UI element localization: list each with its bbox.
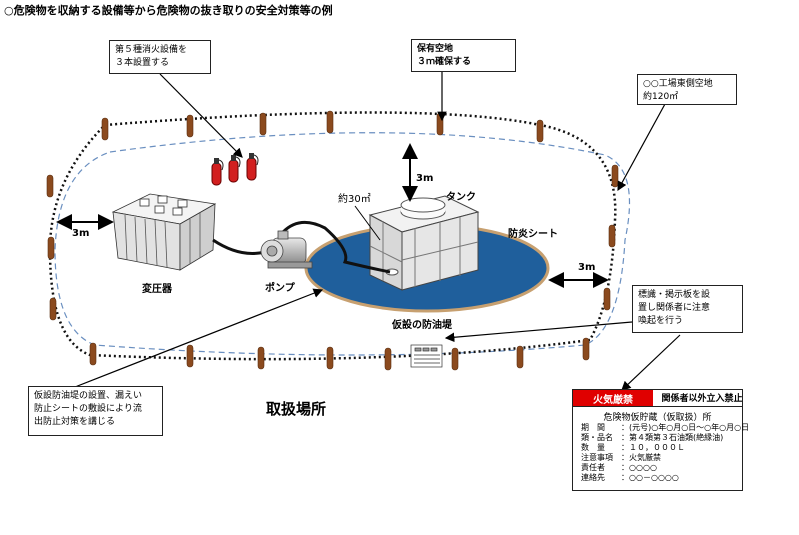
fire-extinguisher-icon (228, 155, 241, 183)
hose-transformer-pump (212, 238, 266, 255)
fence-post (257, 346, 265, 370)
fence-post (608, 224, 616, 248)
fence-post (259, 112, 267, 136)
pump-illustration (260, 230, 313, 269)
rope-perimeter (48, 111, 617, 361)
fence-post (89, 342, 97, 366)
fence-post (47, 236, 55, 260)
fence-post (384, 347, 392, 371)
dimension-label-right: 3m (578, 262, 596, 273)
hose-pump-tank (281, 220, 391, 274)
dimension-label-top: 3m (416, 173, 434, 184)
tank-label: タンク (446, 192, 476, 203)
dimension-label-left: 3m (72, 228, 90, 239)
fence-post (186, 114, 194, 138)
fire-extinguisher-icon (246, 153, 259, 181)
leader-dike (74, 288, 324, 388)
no-entry-label: 関係者以外立入禁止 (661, 393, 743, 404)
fire-extinguisher-icons (211, 153, 259, 186)
fence-post (326, 346, 334, 370)
fire-prohibited-banner: 火気厳禁 (573, 390, 653, 406)
fence-post (46, 174, 54, 198)
signboard-row: 連絡先：○○－○○○○ (581, 473, 679, 482)
fence-post (603, 287, 611, 311)
callout-space: 保有空地 ３ｍ確保する (411, 39, 516, 72)
fence-post (516, 345, 524, 369)
callout-sign: 標識・掲示板を設 置し関係者に注意 喚起を行う (632, 285, 743, 333)
page-title: ○危険物を収納する設備等から危険物の抜き取りの安全対策等の例 (4, 4, 333, 17)
fireproof-sheet-label: 防炎シート (508, 229, 558, 240)
fence-post (582, 337, 590, 361)
signboard-heading: 危険物仮貯蔵（仮取扱）所 (603, 413, 712, 423)
fence-post (326, 110, 334, 134)
leader-signboard (621, 334, 681, 391)
signboard-row: 数 量：１０，０００Ｌ (581, 443, 685, 452)
fence-post (49, 297, 57, 321)
signboard-small-icon (410, 344, 443, 368)
signboard-row: 注意事項：火気厳禁 (581, 453, 661, 462)
pump-label: ポンプ (265, 283, 295, 294)
area-label: 約30㎡ (338, 194, 371, 205)
dike-label: 仮設の防油堤 (392, 320, 452, 331)
leader-area (354, 205, 381, 241)
handling-place-label: 取扱場所 (266, 400, 327, 418)
leader-sign (444, 321, 633, 343)
signboard-row: 類・品名：第４類第３石油類(絶縁油) (581, 433, 724, 442)
fence-post (451, 347, 459, 371)
signboard-row: 責任者：○○○○ (581, 463, 657, 472)
transformer-illustration (111, 193, 217, 271)
leader-site (617, 103, 666, 192)
tank-illustration (368, 195, 480, 291)
leader-extinguisher (159, 73, 243, 158)
fire-extinguisher-icon (211, 158, 224, 186)
transformer-label: 変圧器 (142, 284, 172, 295)
callout-site: ○○工場東側空地 約120㎡ (637, 74, 737, 105)
fence-post (611, 164, 619, 188)
fence-post (536, 119, 544, 143)
fence-post (101, 117, 109, 141)
fence-post (186, 344, 194, 368)
signboard-row: 期 間：(元号)○年○月○日～○年○月○日 (581, 423, 750, 432)
callout-extinguisher: 第５種消火設備を ３本設置する (109, 40, 211, 74)
signboard-detail: 火気厳禁 危険物仮貯蔵（仮取扱）所 期 間：(元号)○年○月○日～○年○月○日 … (572, 389, 750, 491)
callout-dike: 仮設防油堤の設置、漏えい 防止シートの敷設により流 出防止対策を講じる (28, 386, 163, 436)
